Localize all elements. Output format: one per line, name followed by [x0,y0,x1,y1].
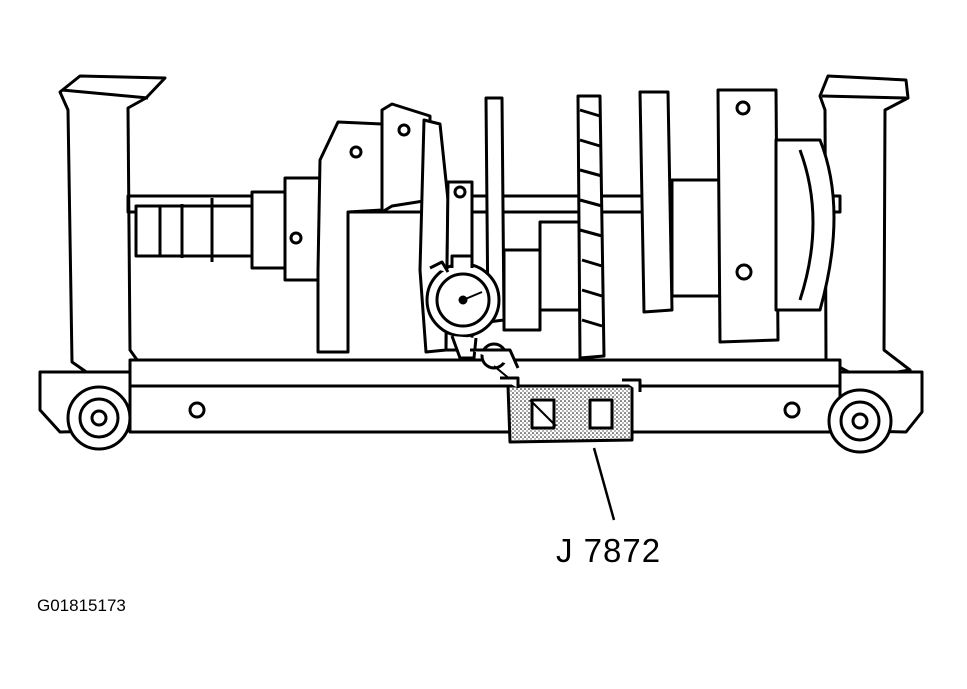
figure-id: G01815173 [37,596,126,615]
base-rail [128,358,842,434]
right-foot-wheel [827,388,893,454]
tool-callout-label: J 7872 [556,532,662,569]
callout-leader-line [592,447,616,521]
dial-indicator [425,254,561,421]
left-foot-wheel [66,385,132,451]
magnetic-base-tool [500,376,642,444]
